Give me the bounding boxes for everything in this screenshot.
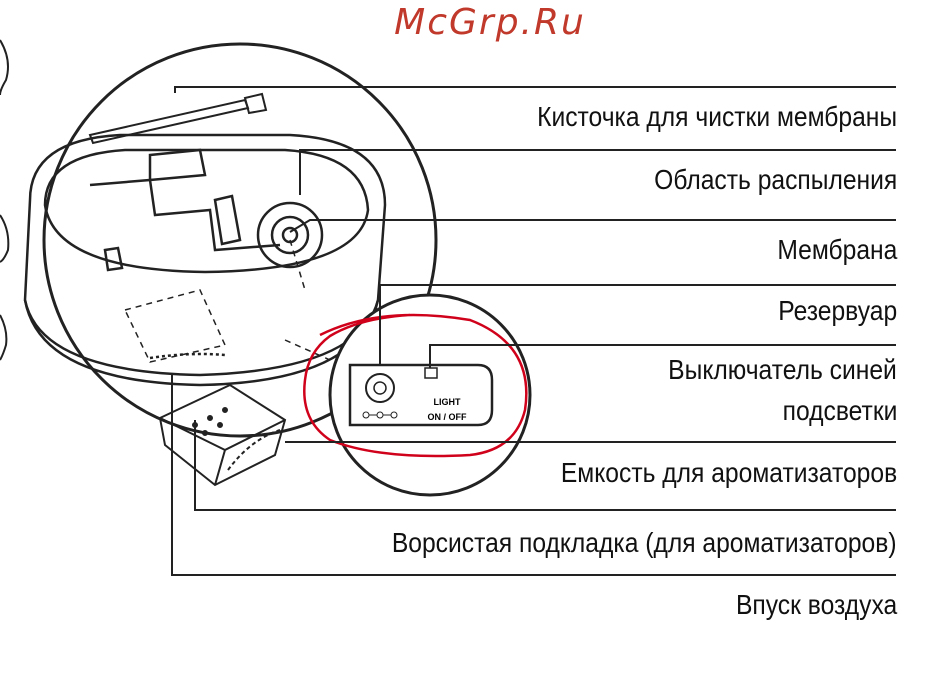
label-reservoir: Резервуар xyxy=(778,295,897,326)
cleaning-brush xyxy=(88,92,268,145)
light-label: LIGHT xyxy=(434,397,461,407)
label-spray-area: Область распыления xyxy=(653,164,897,195)
brand-watermark: McGrp.Ru xyxy=(394,2,586,43)
left-edge-fragment xyxy=(0,39,10,361)
label-brush: Кисточка для чистки мембраны xyxy=(536,101,897,132)
label-aroma-pad: Ворсистая подкладка (для ароматизаторов) xyxy=(392,527,897,558)
label-air-inlet: Впуск воздуха xyxy=(735,589,897,620)
red-highlight-circle xyxy=(303,313,528,458)
humidifier-body xyxy=(23,133,387,387)
power-jack-symbol xyxy=(362,411,398,419)
switch-inset: LIGHT ON / OFF xyxy=(328,293,532,497)
label-membrane: Мембрана xyxy=(776,234,897,265)
onoff-label: ON / OFF xyxy=(428,412,467,422)
leader-lines xyxy=(171,86,896,576)
label-light-switch-line1: Выключатель синей xyxy=(668,354,897,385)
magnifier-circle xyxy=(42,42,438,438)
label-aroma-container: Емкость для ароматизаторов xyxy=(560,457,897,488)
label-light-switch-line2: подсветки xyxy=(782,395,897,426)
